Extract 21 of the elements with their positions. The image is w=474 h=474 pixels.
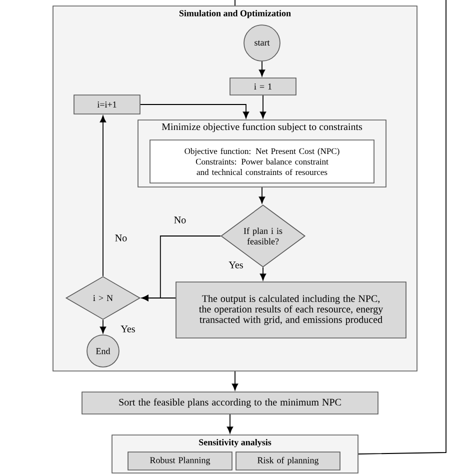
arrow [258,60,266,76]
arrow [260,94,266,118]
process-box: Risk of planning [236,452,340,470]
arrow [258,186,266,204]
arrow [142,294,176,302]
arrow [232,370,238,390]
edge-label: No [172,216,188,224]
arrow [226,414,234,434]
process-box: i=i+1 [74,94,140,114]
text-box: Objective function: Net Present Cost (NPC) Constraints: Power balance constraint and technical constraints of resources [150,140,374,184]
arrow [100,116,106,277]
edge-label: Yes [120,324,136,334]
edge-label: Yes [228,260,244,270]
arrow [100,319,106,334]
edge-label: No [114,234,128,242]
process-box: Sort the feasible plans according to the minimum NPC [82,392,378,414]
process-box: Robust Planning [128,452,232,470]
arrow [140,104,250,118]
arrow [260,266,266,280]
process-box: The output is calculated including the NPC, the operation results of each resource, energy transacted with grid, and emissions produced [176,282,406,338]
process-box: i = 1 [230,78,296,96]
